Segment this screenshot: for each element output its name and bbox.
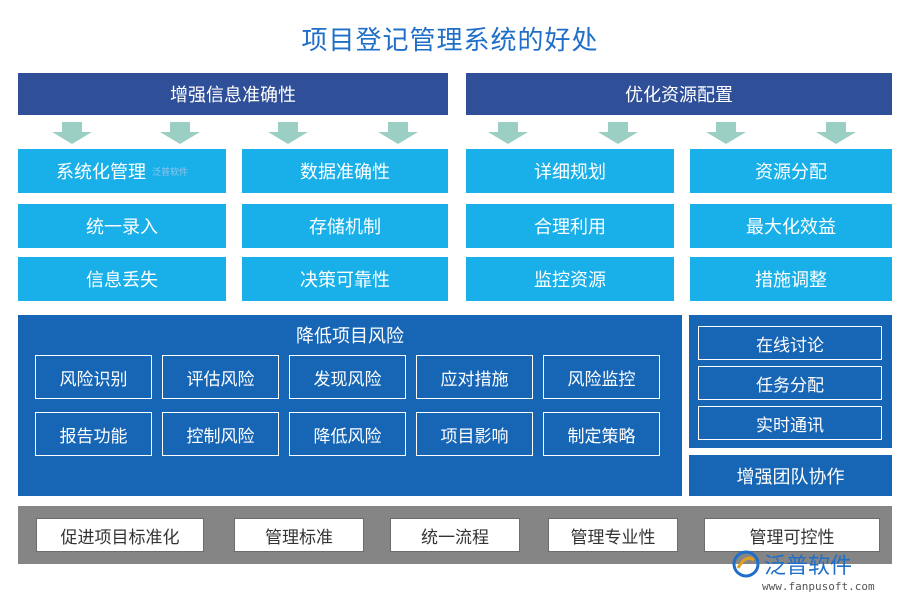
standard-item: 管理标准 xyxy=(234,518,364,552)
down-arrows-icon xyxy=(52,122,856,144)
brand-logo: 泛普软件 www.fanpusoft.com xyxy=(732,548,892,598)
cell-maximize-benefit: 最大化效益 xyxy=(690,204,892,248)
watermark: 泛普软件 xyxy=(151,167,188,178)
cell-storage-mechanism: 存储机制 xyxy=(242,204,448,248)
standard-item: 促进项目标准化 xyxy=(36,518,204,552)
risk-header: 降低项目风险 xyxy=(296,326,404,347)
page-title: 项目登记管理系统的好处 xyxy=(301,26,599,56)
risk-item: 控制风险 xyxy=(162,412,279,456)
resources-header: 优化资源配置 xyxy=(466,73,892,115)
arrow-row xyxy=(0,122,900,146)
team-item: 在线讨论 xyxy=(698,326,882,360)
cell-info-loss: 信息丢失 xyxy=(18,257,226,301)
team-panel: 在线讨论 任务分配 实时通讯 xyxy=(689,315,892,448)
risk-item: 风险监控 xyxy=(543,355,660,399)
risk-item: 报告功能 xyxy=(35,412,152,456)
cell-reasonable-use: 合理利用 xyxy=(466,204,674,248)
cell-resource-allocation: 资源分配 xyxy=(690,149,892,193)
cell-unified-entry: 统一录入 xyxy=(18,204,226,248)
cell-systematic-management: 系统化管理 泛普软件 xyxy=(18,149,226,193)
cell-decision-reliability: 决策可靠性 xyxy=(242,257,448,301)
risk-panel: 降低项目风险 风险识别 评估风险 发现风险 应对措施 风险监控 报告功能 控制风… xyxy=(18,315,682,496)
risk-item: 制定策略 xyxy=(543,412,660,456)
cell-detailed-planning: 详细规划 xyxy=(466,149,674,193)
risk-item: 降低风险 xyxy=(289,412,406,456)
standard-item: 统一流程 xyxy=(390,518,520,552)
team-label: 增强团队协作 xyxy=(689,455,892,496)
cell-label: 系统化管理 xyxy=(55,162,146,183)
risk-item: 评估风险 xyxy=(162,355,279,399)
fanpu-logo-icon xyxy=(732,550,760,578)
risk-item: 项目影响 xyxy=(416,412,533,456)
standard-item: 管理可控性 xyxy=(704,518,880,552)
risk-item: 发现风险 xyxy=(289,355,406,399)
cell-monitor-resources: 监控资源 xyxy=(466,257,674,301)
cell-measure-adjustment: 措施调整 xyxy=(690,257,892,301)
logo-url: www.fanpusoft.com xyxy=(762,580,875,593)
logo-name: 泛普软件 xyxy=(764,554,853,579)
standard-item: 管理专业性 xyxy=(548,518,678,552)
cell-data-accuracy: 数据准确性 xyxy=(242,149,448,193)
team-item: 实时通讯 xyxy=(698,406,882,440)
risk-item: 应对措施 xyxy=(416,355,533,399)
team-item: 任务分配 xyxy=(698,366,882,400)
accuracy-header: 增强信息准确性 xyxy=(18,73,448,115)
risk-item: 风险识别 xyxy=(35,355,152,399)
standard-panel: 促进项目标准化 管理标准 统一流程 管理专业性 管理可控性 xyxy=(18,506,892,564)
